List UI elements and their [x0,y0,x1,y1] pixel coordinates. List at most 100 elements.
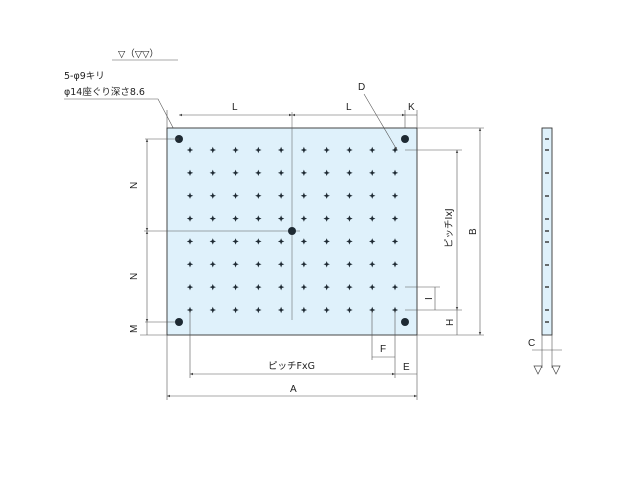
tapped-hole [300,238,308,245]
tapped-hole [323,261,330,268]
tapped-hole [369,283,376,291]
tapped-hole [391,169,399,177]
tapped-hole [300,306,308,314]
label-B: B [468,228,479,235]
tapped-hole [300,215,308,222]
tapped-hole [186,215,194,222]
label-D: D [358,82,365,93]
tapped-hole [232,146,239,154]
tapped-hole [186,238,194,245]
tapped-hole [391,192,399,199]
label-N-bottom: N [129,273,140,280]
tapped-hole [209,215,216,222]
finish-triangle-icon [551,365,561,375]
tapped-hole [232,192,239,199]
tapped-hole [277,306,285,314]
counterbore-hole [401,135,409,143]
tapped-hole [277,283,285,291]
tapped-hole-grid [186,146,399,314]
tapped-hole [323,215,330,222]
tapped-hole [369,261,376,268]
tapped-hole [209,261,216,268]
tapped-hole [346,146,353,154]
tapped-hole [232,238,239,245]
finish-triangle-icon [533,365,543,375]
tapped-hole [300,146,308,154]
tapped-hole [391,146,399,154]
tapped-hole [277,169,285,177]
tapped-hole [186,169,194,177]
tapped-hole [186,146,194,154]
tapped-hole [346,192,353,199]
tapped-hole [369,215,376,222]
tapped-hole [391,238,399,245]
tapped-hole [346,238,353,245]
tapped-hole [209,192,216,199]
hole-spec-line-2: φ14座ぐり深さ8.6 [64,86,145,98]
tapped-hole [255,215,262,222]
leader-D [363,93,398,151]
tapped-hole [255,169,262,177]
tapped-hole [346,169,353,177]
tapped-hole [323,283,330,291]
tapped-hole [300,261,308,268]
tapped-hole [300,169,308,177]
tapped-hole [186,283,194,291]
side-view: C [528,127,562,375]
label-A: A [290,384,297,395]
tapped-hole [209,146,216,154]
counterbore-holes [175,135,409,326]
counterbore-hole [288,227,296,235]
counterbore-hole [401,318,409,326]
tapped-hole [232,215,239,222]
tapped-hole [232,261,239,268]
tapped-hole [209,169,216,177]
tapped-hole [369,146,376,154]
label-F: F [380,344,386,355]
tapped-hole [323,146,330,154]
tapped-hole [209,283,216,291]
tapped-hole [277,192,285,199]
tapped-hole [255,192,262,199]
tapped-hole [209,306,216,314]
tapped-hole [277,146,285,154]
tapped-hole [391,261,399,268]
surface-finish-symbol: ▽（▽▽） [118,48,159,60]
label-C: C [528,338,535,349]
hole-spec-leader [64,98,180,140]
tapped-hole [255,306,262,314]
hole-spec-line-1: 5-φ9キリ [64,71,105,82]
tapped-hole [277,261,285,268]
tapped-hole [255,238,262,245]
tapped-hole [346,283,353,291]
tapped-hole [277,238,285,245]
tapped-hole [346,261,353,268]
label-E: E [403,362,410,373]
tapped-hole [346,306,353,314]
label-K: K [408,102,415,113]
tapped-hole [186,261,194,268]
tapped-hole [232,169,239,177]
tapped-hole [391,283,399,291]
tapped-hole [255,283,262,291]
tapped-hole [232,306,239,314]
tapped-hole [369,169,376,177]
label-H: H [445,319,456,326]
tapped-hole [323,306,330,314]
label-L-right: L [346,102,352,113]
tapped-hole [255,146,262,154]
tapped-hole [369,192,376,199]
label-pitch-IxJ: ピッチIxJ [444,208,455,248]
label-I: I [424,297,435,300]
tapped-hole [300,192,308,199]
tapped-hole [391,215,399,222]
label-M: M [129,325,140,333]
tapped-hole [323,192,330,199]
tapped-hole [369,238,376,245]
label-L-left: L [232,102,238,113]
tapped-hole [346,215,353,222]
counterbore-hole [175,318,183,326]
tapped-hole [323,169,330,177]
label-N-top: N [129,182,140,189]
